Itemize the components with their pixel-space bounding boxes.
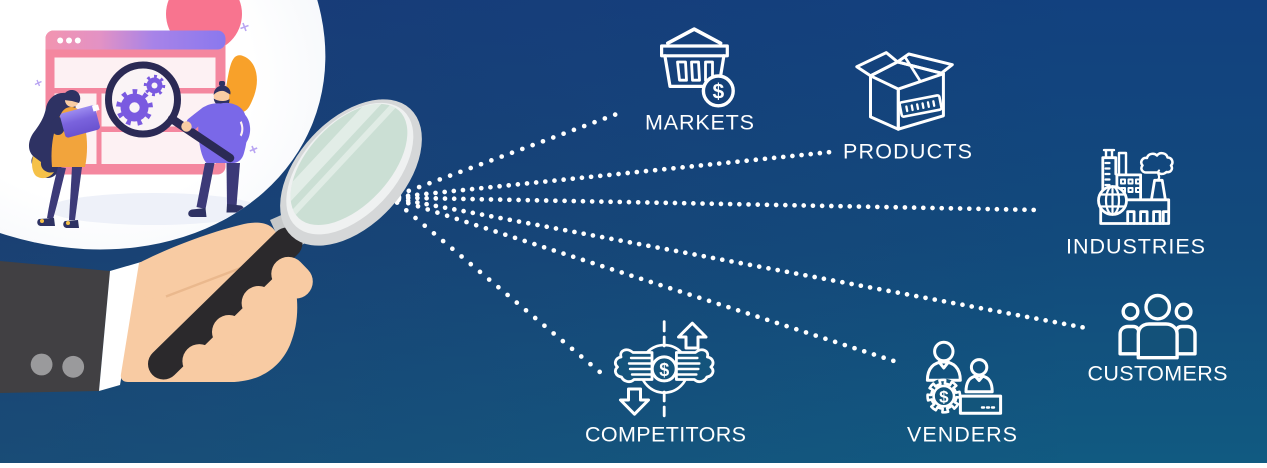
svg-text:$: $ bbox=[939, 388, 949, 407]
svg-text:INDUSTRIES: INDUSTRIES bbox=[1066, 235, 1206, 259]
svg-text:COMPETITORS: COMPETITORS bbox=[585, 423, 747, 447]
svg-text:MARKETS: MARKETS bbox=[645, 111, 755, 135]
svg-text:CUSTOMERS: CUSTOMERS bbox=[1088, 362, 1229, 386]
svg-text:$: $ bbox=[712, 81, 724, 104]
svg-text:PRODUCTS: PRODUCTS bbox=[843, 140, 973, 164]
svg-text:VENDERS: VENDERS bbox=[907, 423, 1018, 447]
svg-text:$: $ bbox=[659, 360, 669, 380]
